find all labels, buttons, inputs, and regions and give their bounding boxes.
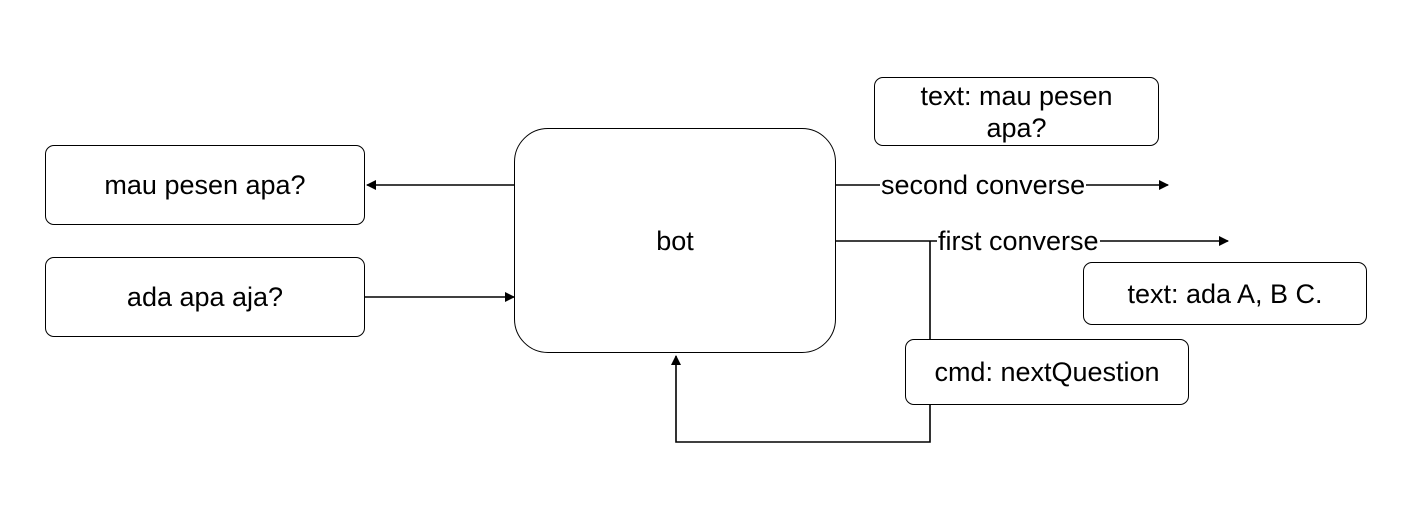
node-bot-label: bot	[656, 225, 694, 256]
edge-label-second-converse: second converse	[880, 169, 1087, 201]
node-text-ada-a-b-c-label: text: ada A, B C.	[1127, 278, 1323, 309]
node-bot: bot	[514, 128, 836, 353]
node-cmd-next-question: cmd: nextQuestion	[905, 339, 1189, 405]
node-ada-apa-aja: ada apa aja?	[45, 257, 365, 337]
edge-label-first-converse: first converse	[937, 225, 1100, 257]
node-mau-pesen-apa: mau pesen apa?	[45, 145, 365, 225]
node-mau-pesen-apa-label: mau pesen apa?	[104, 170, 306, 200]
node-text-ada-a-b-c: text: ada A, B C.	[1083, 262, 1367, 325]
node-ada-apa-aja-label: ada apa aja?	[126, 282, 284, 312]
edge-cmd-to-bot	[671, 355, 931, 443]
node-cmd-next-question-label: cmd: nextQuestion	[934, 357, 1160, 387]
node-text-mau-pesen-apa: text: mau pesen apa?	[874, 77, 1159, 146]
node-text-mau-pesen-apa-label: text: mau pesen apa?	[920, 80, 1113, 143]
